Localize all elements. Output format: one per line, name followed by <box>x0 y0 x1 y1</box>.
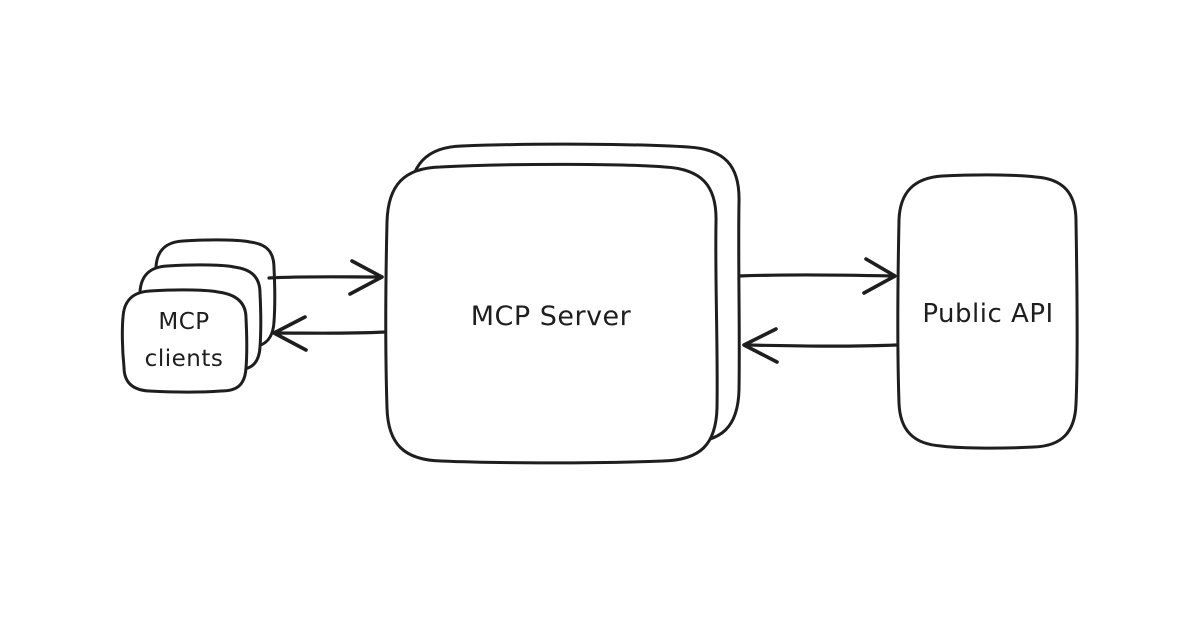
node-mcp-clients <box>120 238 277 394</box>
server-card-front <box>384 162 719 465</box>
arrow-server-to-clients-head <box>272 315 308 352</box>
public-api-card <box>896 173 1079 450</box>
node-public-api <box>896 173 1079 450</box>
arrow-api-to-server-head <box>742 327 779 364</box>
arrow-api-to-server <box>742 327 899 364</box>
arrow-clients-to-server-line <box>267 275 383 280</box>
arrow-api-to-server-line <box>743 343 899 348</box>
diagram-labels: MCP clients MCP Server Public API <box>145 299 1054 372</box>
arrow-server-to-api-head <box>862 257 897 295</box>
arrow-server-to-api <box>737 257 897 295</box>
clients-card-front <box>120 288 249 394</box>
arrow-clients-to-server-head <box>348 259 384 296</box>
arrow-server-to-api-line <box>737 273 895 278</box>
diagram-strokes <box>120 142 1079 465</box>
arrow-server-to-clients-line <box>273 330 387 335</box>
arrow-server-to-clients <box>272 315 387 352</box>
arrow-clients-to-server <box>267 259 384 296</box>
public-api-label: Public API <box>922 299 1053 329</box>
node-mcp-server <box>384 142 741 465</box>
mcp-server-label: MCP Server <box>471 301 632 332</box>
mcp-clients-label-line-1: MCP <box>158 309 209 335</box>
mcp-clients-label-line-2: clients <box>145 346 224 372</box>
